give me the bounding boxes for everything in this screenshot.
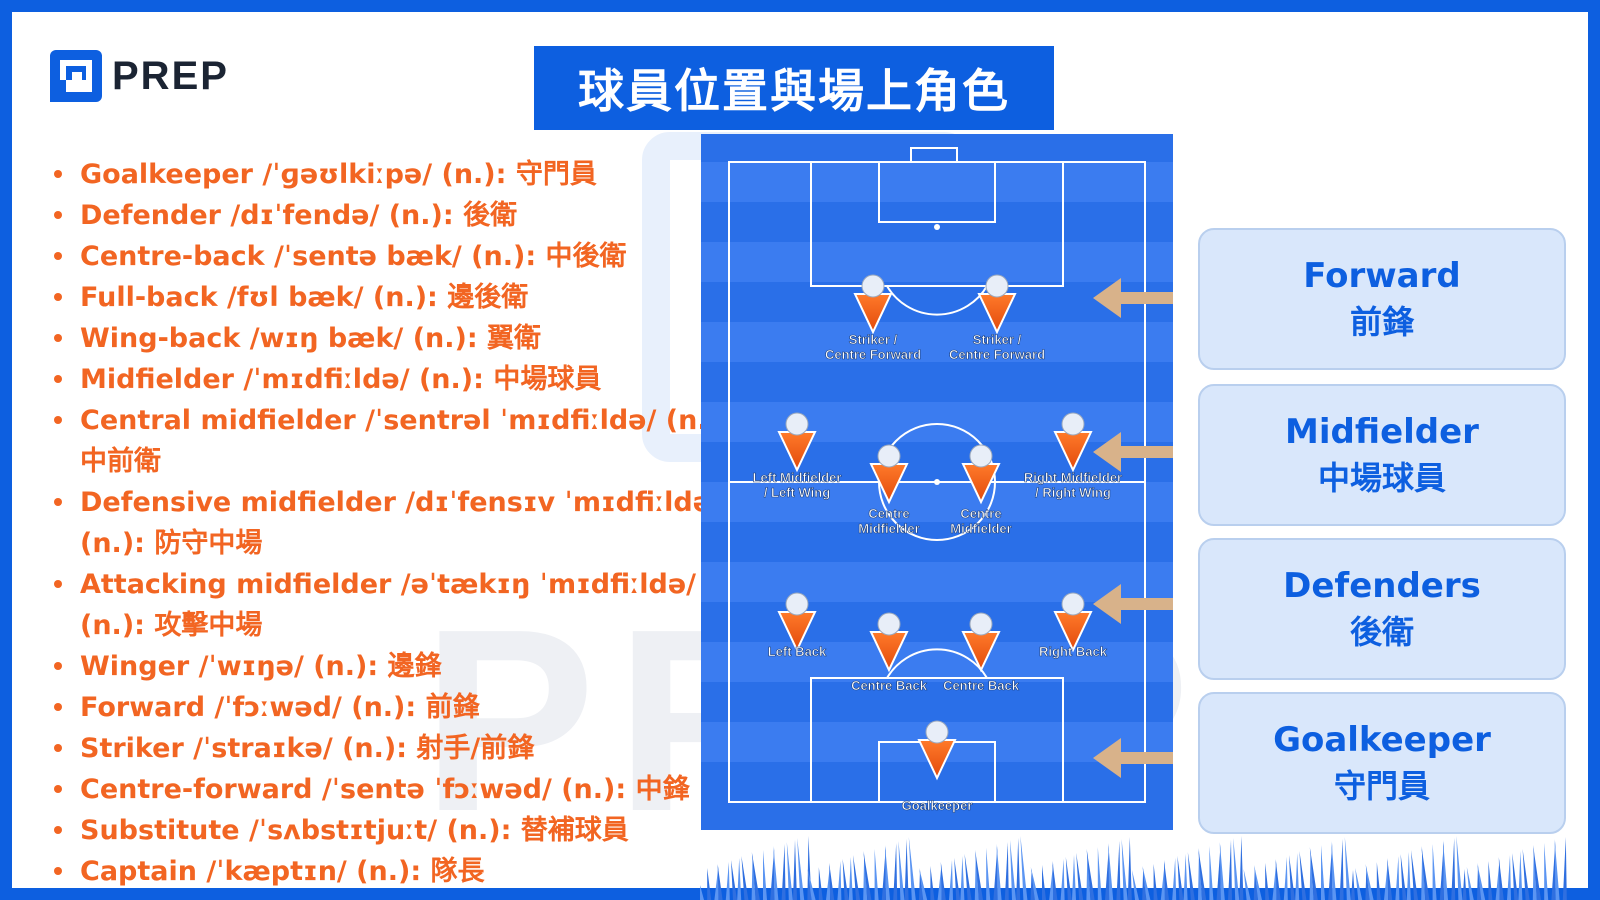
vocab-item: Full-back /fʊl bæk/ (n.): 邊後衛: [52, 277, 742, 318]
player-label: Left Midfielder: [753, 470, 842, 485]
player-marker: Goalkeeper: [901, 720, 973, 813]
vocab-item: Goalkeeper /ˈɡəʊlkiːpə/ (n.): 守門員: [52, 154, 742, 195]
prep-logo-icon: [50, 50, 102, 102]
player-label: Centre Back: [943, 678, 1020, 693]
role-card-defenders: Defenders 後衛: [1198, 538, 1566, 680]
player-label: Right Midfielder: [1024, 470, 1122, 485]
player-label: / Left Wing: [764, 485, 830, 500]
player-label: Centre: [868, 506, 909, 521]
arrow-icon: [1093, 738, 1173, 778]
role-name-en: Goalkeeper: [1273, 720, 1491, 760]
grass-decoration: [700, 836, 1567, 900]
player-label: / Right Wing: [1035, 485, 1111, 500]
role-arrows: [1093, 278, 1173, 778]
role-name-zh: 中場球員: [1317, 459, 1446, 497]
vocab-item: Defender /dɪˈfendə/ (n.): 後衛: [52, 195, 742, 236]
role-card-midfielder: Midfielder 中場球員: [1198, 384, 1566, 526]
arrow-icon: [1093, 584, 1173, 624]
page-title: 球員位置與場上角色: [534, 46, 1054, 130]
player-label: Centre Forward: [825, 347, 921, 362]
player-marker: Left Back: [767, 592, 827, 659]
vocab-item: Striker /ˈstraɪkə/ (n.): 射手/前鋒: [52, 728, 742, 769]
arrow-icon: [1093, 278, 1173, 318]
vocab-item: Centre-back /ˈsentə bæk/ (n.): 中後衛: [52, 236, 742, 277]
player-label: Striker /: [973, 332, 1022, 347]
vocab-item: Forward /ˈfɔːwəd/ (n.): 前鋒: [52, 687, 742, 728]
player-label: Centre Forward: [949, 347, 1045, 362]
player-label: Striker /: [849, 332, 898, 347]
player-label: Right Back: [1039, 644, 1108, 659]
role-name-zh: 後衛: [1349, 613, 1414, 651]
player-label: Centre: [960, 506, 1001, 521]
vocab-item: Substitute /ˈsʌbstɪtjuːt/ (n.): 替補球員: [52, 810, 742, 851]
player-label: Centre Back: [851, 678, 928, 693]
player-marker: Centre Back: [943, 612, 1020, 693]
role-name-en: Forward: [1303, 256, 1461, 296]
player-label: Left Back: [768, 644, 827, 659]
player-marker: Left Midfielder/ Left Wing: [752, 412, 842, 500]
role-card-forward: Forward 前鋒: [1198, 228, 1566, 370]
pitch-lines: [728, 147, 1146, 803]
role-name-zh: 前鋒: [1349, 303, 1414, 341]
player-label: Midfielder: [950, 521, 1011, 536]
role-name-zh: 守門員: [1333, 767, 1430, 805]
role-card-goalkeeper: Goalkeeper 守門員: [1198, 692, 1566, 834]
arrow-icon: [1093, 432, 1173, 472]
player-marker: Right Back: [1039, 592, 1108, 659]
vocab-item: Central midfielder /ˈsentrəl ˈmɪdfiːldə/…: [52, 400, 742, 482]
vocab-item: Winger /ˈwɪŋə/ (n.): 邊鋒: [52, 646, 742, 687]
vocab-item: Captain /ˈkæptɪn/ (n.): 隊長: [52, 851, 742, 888]
vocab-item: Midfielder /ˈmɪdfiːldə/ (n.): 中場球員: [52, 359, 742, 400]
player-marker: Striker /Centre Forward: [825, 274, 921, 362]
player-marker: Right Midfielder/ Right Wing: [1024, 412, 1122, 500]
prep-logo-text: PREP: [112, 53, 229, 98]
vocab-item: Attacking midfielder /əˈtækɪŋ ˈmɪdfiːldə…: [52, 564, 742, 646]
player-label: Goalkeeper: [902, 798, 973, 813]
player-marker: Striker /Centre Forward: [949, 274, 1045, 362]
vocab-item: Defensive midfielder /dɪˈfensɪv ˈmɪdfiːl…: [52, 482, 742, 564]
vocab-item: Centre-forward /ˈsentə ˈfɔːwəd/ (n.): 中鋒: [52, 769, 742, 810]
role-name-en: Midfielder: [1285, 412, 1479, 452]
player-marker: Centre Back: [851, 612, 928, 693]
player-label: Midfielder: [858, 521, 919, 536]
prep-logo: PREP: [50, 50, 229, 102]
role-name-en: Defenders: [1283, 566, 1481, 606]
vocab-item: Wing-back /wɪŋ bæk/ (n.): 翼衛: [52, 318, 742, 359]
